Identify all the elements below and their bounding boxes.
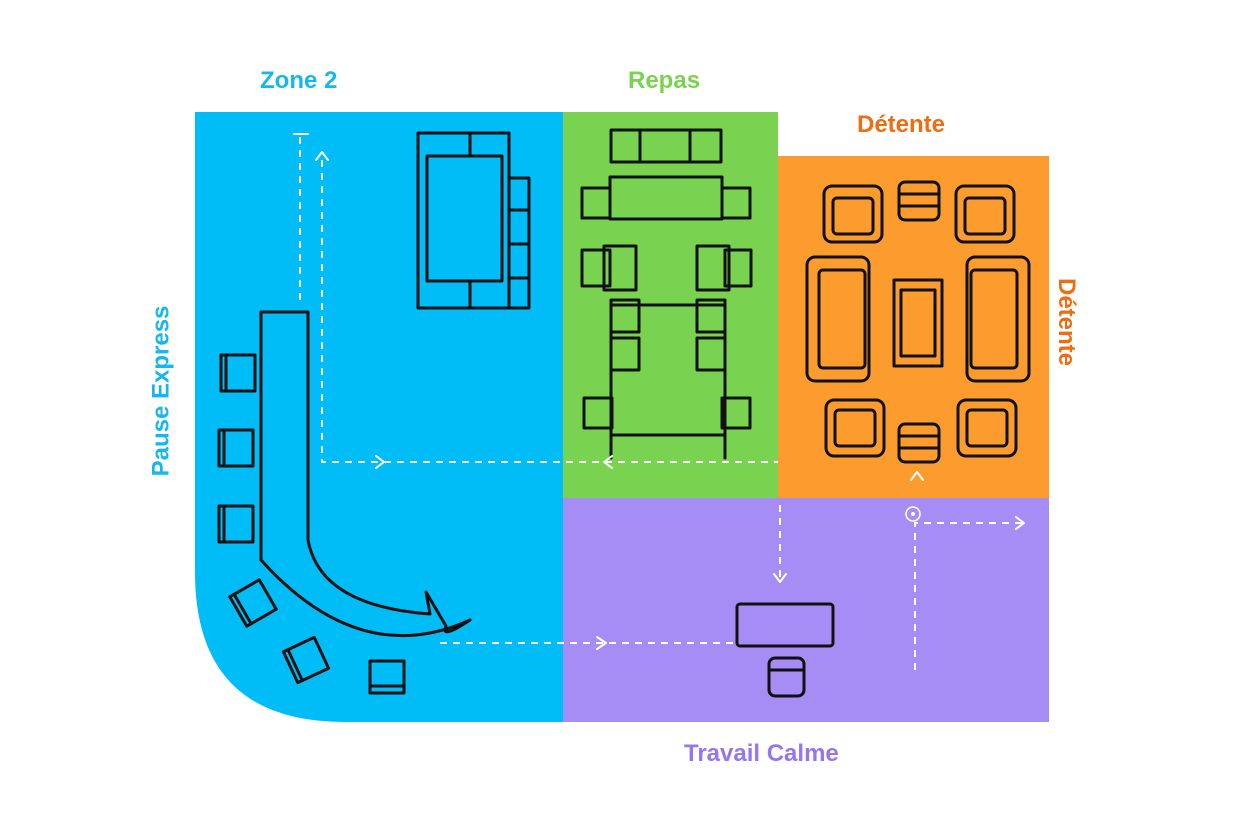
zone-2-area [195, 112, 563, 722]
bar-stool [219, 353, 257, 393]
detente-side-label: Détente [1053, 277, 1081, 367]
repas-title: Repas [628, 67, 701, 94]
armchair [824, 398, 886, 458]
armchair [822, 184, 884, 244]
chair [582, 396, 614, 430]
repas-top-bench [609, 128, 723, 164]
chair [720, 396, 752, 430]
zone-2-counter [259, 310, 472, 638]
armchair [956, 398, 1018, 458]
bar-stool [368, 659, 406, 695]
compass-icon [905, 506, 921, 522]
zone-2-title: Zone 2 [260, 67, 338, 94]
sofa [965, 255, 1031, 383]
bar-stool [217, 428, 255, 468]
chair [580, 186, 612, 220]
chair [897, 180, 941, 222]
desk-chair [767, 656, 806, 698]
travail-calme-area [563, 498, 1049, 722]
travail-calme-title: Travail Calme [684, 740, 839, 767]
coffee-table [892, 278, 944, 368]
circulation-paths [299, 135, 1022, 670]
detente-title: Détente [857, 111, 946, 138]
bar-stool [281, 635, 331, 685]
bar-stool [228, 578, 278, 628]
repas-long-table [609, 298, 727, 460]
armchair [954, 184, 1016, 244]
chair [720, 186, 752, 220]
pause-express-label: Pause Express [147, 305, 175, 477]
chair [580, 244, 638, 292]
chair [695, 244, 753, 292]
zone-2-large-table [416, 131, 531, 310]
sofa [805, 255, 871, 383]
desk [735, 602, 835, 648]
chair [897, 422, 941, 464]
path-arrows [293, 133, 1025, 650]
bar-stool [217, 504, 255, 544]
